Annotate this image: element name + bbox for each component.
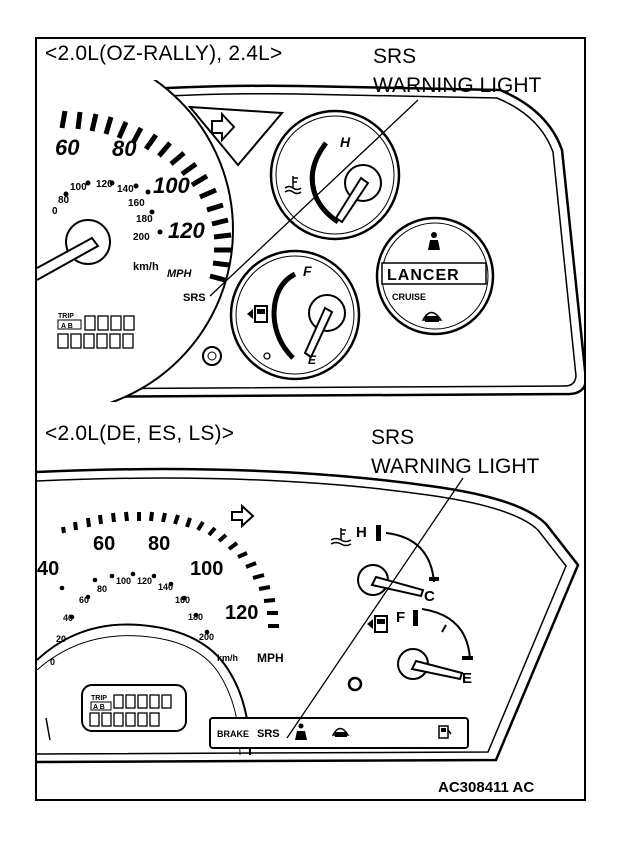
fuel-pump-icon — [247, 305, 268, 323]
top-variant-label: <2.0L(OZ-RALLY), 2.4L> — [45, 42, 283, 65]
top-kmh-label: 140 — [117, 184, 134, 195]
bottom-fuel-arc — [421, 608, 471, 661]
bottom-speedo-label: 60 — [93, 533, 115, 555]
bottom-callout-line2: WARNING LIGHT — [371, 455, 540, 478]
bottom-kmh-label: 80 — [97, 584, 107, 594]
bottom-housing-outer — [37, 467, 580, 764]
bottom-trip-ab-box — [90, 701, 112, 711]
top-callout-line2: WARNING LIGHT — [373, 74, 542, 97]
bottom-fuel-needle — [410, 659, 464, 681]
bottom-speedo-label: 80 — [148, 533, 170, 555]
top-temp-h: H — [340, 134, 351, 150]
brand-label: LANCER — [387, 267, 460, 284]
top-srs-label: SRS — [183, 292, 206, 304]
bottom-callout-leader — [286, 477, 464, 739]
top-callout-line1: SRS — [373, 45, 417, 68]
bottom-callout-line1: SRS — [371, 426, 415, 449]
top-odometer-digits — [57, 315, 135, 349]
fuel-pump-icon — [367, 615, 388, 633]
bottom-kmh-label: 60 — [79, 595, 89, 605]
bottom-speedo-ticks — [61, 511, 279, 628]
bottom-unit-mph: MPH — [257, 651, 284, 665]
bottom-trip-label: TRIP — [91, 695, 107, 702]
top-callout-leader — [209, 99, 419, 297]
top-speedo-label: 80 — [112, 136, 137, 161]
top-trip-label: TRIP — [58, 313, 74, 320]
bottom-temp-arc — [385, 532, 435, 583]
bottom-temp-c: C — [424, 588, 435, 605]
turn-arrow-icon — [231, 503, 255, 529]
top-speedo-label: 60 — [55, 135, 80, 160]
top-reset-knob — [202, 346, 222, 366]
top-fuel-arc — [271, 271, 297, 360]
bottom-variant-label: <2.0L(DE, ES, LS)> — [45, 422, 235, 445]
bottom-kmh-label: 140 — [158, 582, 173, 592]
top-temp-gauge — [269, 109, 401, 241]
bottom-kmh-label: 0 — [50, 657, 55, 667]
bottom-kmh-label: 200 — [199, 632, 214, 642]
bottom-kmh-label: 100 — [116, 576, 131, 586]
top-speedo-face — [37, 80, 234, 402]
top-cluster: 60 80 100 120 0 80 100 120 140 160 180 2… — [37, 80, 584, 402]
bottom-housing-inner — [37, 477, 567, 755]
top-fuel-e: E — [308, 353, 317, 367]
bottom-kmh-label: 20 — [56, 634, 66, 644]
bottom-srs-callout: SRS WARNING LIGHT — [371, 423, 539, 481]
bottom-fuel-e: E — [462, 670, 472, 687]
top-kmh-label: 0 — [52, 206, 58, 217]
top-trip-ab-box — [57, 319, 82, 330]
top-fuel-gauge — [229, 249, 361, 381]
top-trip-ab: A B — [61, 323, 73, 330]
seatbelt-icon — [428, 232, 440, 250]
coolant-icon — [330, 528, 352, 547]
low-fuel-icon — [438, 725, 452, 739]
door-ajar-icon — [421, 311, 443, 322]
bottom-kmh-label: 120 — [137, 576, 152, 586]
top-kmh-label: 120 — [96, 179, 113, 190]
top-kmh-label: 100 — [70, 182, 87, 193]
bottom-kmh-label: 160 — [175, 595, 190, 605]
top-kmh-label: 160 — [128, 198, 145, 209]
bottom-trip-ab: A B — [93, 704, 105, 711]
bottom-unit-kmh: km/h — [217, 653, 238, 663]
seatbelt-icon — [295, 723, 307, 740]
bottom-speedo-label: 120 — [225, 602, 258, 624]
top-kmh-label: 80 — [58, 195, 70, 206]
top-unit-kmh: km/h — [133, 261, 159, 273]
top-speedo-label: 120 — [168, 218, 205, 243]
top-speedo-needle — [37, 236, 100, 281]
bottom-odometer-digits — [89, 694, 172, 727]
top-fuel-needle — [303, 306, 334, 359]
bottom-reset-knob — [347, 676, 363, 692]
bottom-temp-h: H — [356, 524, 367, 541]
bottom-kmh-label: 40 — [63, 613, 73, 623]
top-temp-needle — [334, 176, 370, 224]
coolant-icon — [284, 176, 302, 195]
top-fuel-f: F — [303, 263, 312, 279]
top-speedo-ticks — [59, 110, 232, 283]
top-kmh-label: 180 — [136, 214, 153, 225]
srs-warning-label: SRS — [257, 728, 280, 740]
bottom-speedo-label: 100 — [190, 558, 223, 580]
figure-id: AC308411 AC — [438, 779, 535, 796]
brake-warning-label: BRAKE — [217, 729, 249, 739]
top-kmh-label: 200 — [133, 232, 150, 243]
lancer-badge — [381, 262, 487, 285]
top-speedo-label: 100 — [153, 173, 190, 198]
bottom-fuel-f: F — [396, 609, 405, 626]
door-ajar-icon — [331, 727, 350, 737]
bottom-temp-needle — [370, 575, 425, 598]
bottom-speedo-label: 40 — [37, 558, 59, 580]
turn-arrow-icon — [211, 111, 236, 143]
top-srs-callout: SRS WARNING LIGHT — [373, 42, 541, 100]
bottom-cluster: 40 60 80 100 120 20 40 60 80 100 120 140… — [37, 467, 580, 764]
cruise-label: CRUISE — [392, 292, 426, 302]
top-unit-mph: MPH — [167, 268, 193, 280]
bottom-odometer-pod — [37, 623, 251, 756]
